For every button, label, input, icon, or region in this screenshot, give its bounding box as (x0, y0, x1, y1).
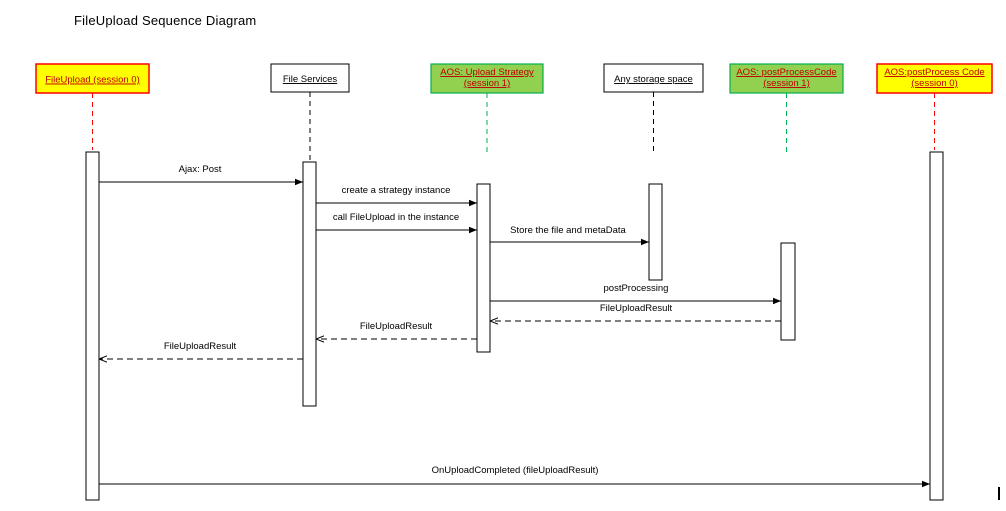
activation-bar-p1 (85, 151, 100, 501)
message-m6: FileUploadResult (490, 303, 781, 321)
activation-bar-p3 (476, 183, 491, 353)
participant-label: (session 0) (911, 78, 957, 89)
participant-p3[interactable]: AOS: Upload Strategy(session 1) (430, 63, 544, 94)
message-m5: postProcessing (490, 283, 781, 305)
message-label: FileUploadResult (360, 321, 433, 332)
message-m2: create a strategy instance (316, 185, 477, 207)
participant-label: Any storage space (614, 74, 693, 85)
message-m3: call FileUpload in the instance (316, 212, 477, 234)
participant-box (876, 63, 993, 94)
participant-box (430, 63, 544, 94)
message-label: call FileUpload in the instance (333, 212, 459, 223)
message-label: FileUploadResult (600, 303, 673, 314)
message-m9: OnUploadCompleted (fileUploadResult) (99, 465, 930, 488)
message-label: Store the file and metaData (510, 225, 626, 236)
participant-label: AOS: postProcessCode (736, 67, 836, 78)
activation-bar-p2 (302, 161, 317, 407)
message-label: create a strategy instance (342, 185, 451, 196)
message-m8: FileUploadResult (99, 341, 303, 359)
message-label: Ajax: Post (179, 164, 222, 175)
activation-bar-p4 (648, 183, 663, 281)
participant-box (35, 63, 150, 94)
diagram-title: FileUpload Sequence Diagram (74, 13, 257, 28)
activation-bar-p6 (929, 151, 944, 501)
participant-label: (session 1) (763, 78, 809, 89)
message-label: postProcessing (604, 283, 669, 294)
edge-mark (998, 487, 1000, 500)
message-m7: FileUploadResult (316, 321, 477, 339)
participant-label: AOS: Upload Strategy (440, 67, 534, 78)
message-label: FileUploadResult (164, 341, 237, 352)
participant-label: FileUpload (session 0) (45, 75, 140, 86)
participant-p6[interactable]: AOS:postProcess Code(session 0) (876, 63, 993, 94)
participant-p1[interactable]: FileUpload (session 0) (35, 63, 150, 94)
participant-p4[interactable]: Any storage space (603, 63, 704, 93)
activation-bar-p5 (780, 242, 796, 341)
participant-p5[interactable]: AOS: postProcessCode(session 1) (729, 63, 844, 94)
message-label: OnUploadCompleted (fileUploadResult) (432, 465, 599, 476)
participant-label: (session 1) (464, 78, 510, 89)
participant-label: AOS:postProcess Code (884, 67, 984, 78)
participant-box (603, 63, 704, 93)
message-m1: Ajax: Post (99, 164, 303, 186)
participant-p2[interactable]: File Services (270, 63, 350, 93)
message-m4: Store the file and metaData (490, 225, 649, 246)
participant-label: File Services (283, 74, 338, 85)
participant-box (270, 63, 350, 93)
participant-box (729, 63, 844, 94)
